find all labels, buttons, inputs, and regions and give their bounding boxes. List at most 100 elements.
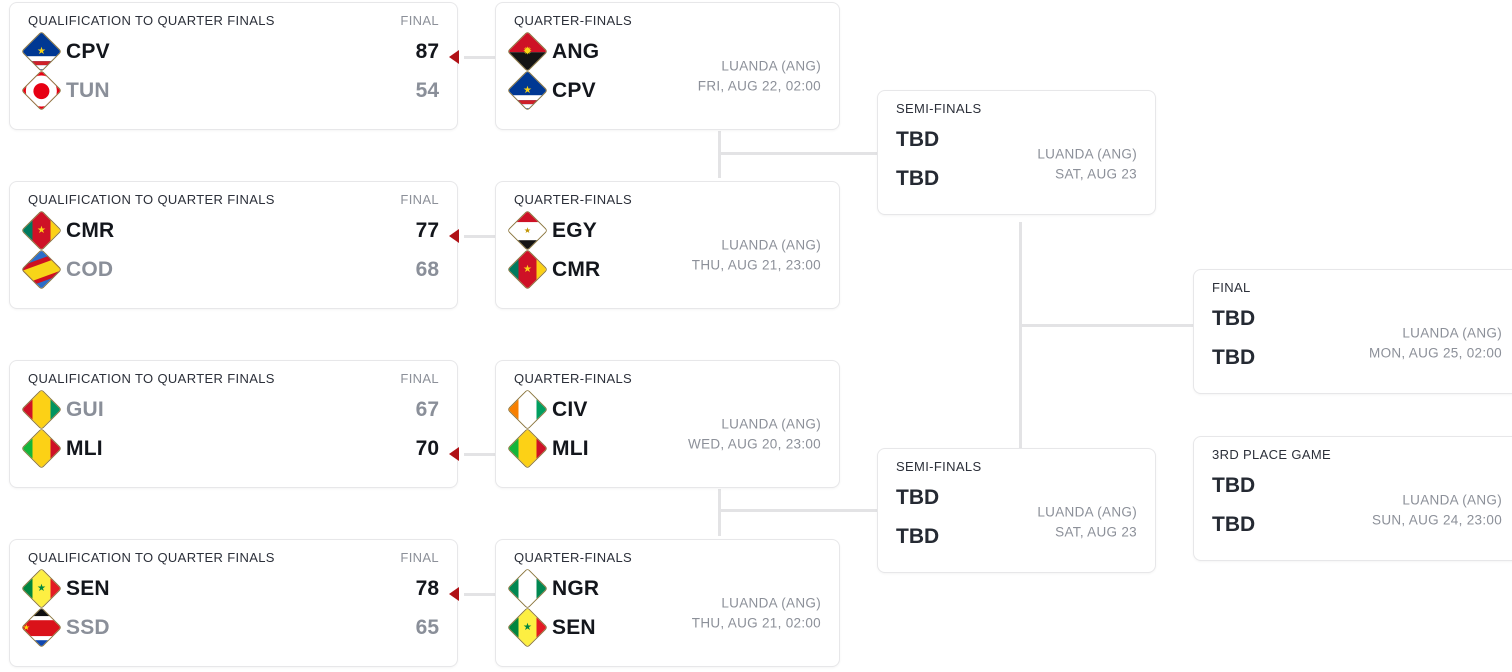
card-rows: NGR ★ SEN LUANDA (ANG) THU, AUG 21, 02:0… [496, 565, 839, 661]
table-row[interactable]: ★ SEN 78 [22, 569, 439, 608]
card-title: SEMI-FINALS [896, 101, 982, 116]
game-datetime: FRI, AUG 22, 02:00 [697, 78, 821, 93]
team: ★ SEN [508, 608, 821, 647]
connector-sf-to-final [1019, 324, 1194, 327]
card-title: QUARTER-FINALS [514, 13, 633, 28]
final-card[interactable]: FINAL TBD TBD LUANDA (ANG) MON, AUG 25, … [1193, 269, 1512, 394]
table-row[interactable]: GUI 67 [22, 390, 439, 429]
quarter-final-card-1[interactable]: QUARTER-FINALS ✹ ANG [495, 2, 840, 130]
table-row[interactable]: ★ SSD 65 [22, 608, 439, 647]
team-abbr: NGR [552, 576, 600, 600]
connector-qf-upper-horizontal [718, 152, 878, 155]
flag-cmr-icon: ★ [22, 211, 61, 250]
semi-final-card-2[interactable]: SEMI-FINALS TBD TBD LUANDA (ANG) SAT, AU… [877, 448, 1156, 573]
table-row[interactable]: NGR [508, 569, 821, 608]
table-row[interactable]: ★ SEN [508, 608, 821, 647]
card-rows: ★ CPV 87 TUN 54 [10, 28, 457, 124]
game-meta: LUANDA (ANG) MON, AUG 25, 02:00 [1369, 323, 1502, 362]
card-rows: ✹ ANG ★ CPV LUANDA ( [496, 28, 839, 124]
table-row[interactable]: TBD [896, 120, 1137, 159]
team-abbr: CMR [552, 257, 601, 281]
team: ★ SEN [22, 569, 416, 608]
team-score: 68 [415, 257, 439, 281]
team: ✹ ANG [508, 32, 821, 71]
table-row[interactable]: ★ CMR [508, 250, 821, 289]
qualification-card-2[interactable]: QUALIFICATION TO QUARTER FINALS FINAL ★ … [9, 181, 458, 309]
card-title: QUALIFICATION TO QUARTER FINALS [28, 371, 275, 386]
quarter-final-card-2[interactable]: QUARTER-FINALS ★ EGY [495, 181, 840, 309]
team-abbr: CPV [552, 78, 596, 102]
game-datetime: THU, AUG 21, 23:00 [691, 257, 821, 272]
game-meta: LUANDA (ANG) SAT, AUG 23 [1037, 144, 1137, 183]
connector-qf-lower-vertical [718, 489, 721, 536]
team: TUN [22, 71, 416, 110]
card-rows: ★ SEN 78 ★ SSD [10, 565, 457, 661]
team: ★ CMR [22, 211, 416, 250]
winner-arrow-icon [449, 50, 459, 64]
team-score: 67 [415, 397, 439, 421]
table-row[interactable]: ★ CPV 87 [22, 32, 439, 71]
table-row[interactable]: TBD [1212, 466, 1502, 505]
table-row[interactable]: TBD [896, 478, 1137, 517]
team-abbr: COD [66, 257, 114, 281]
table-row[interactable]: ★ CPV [508, 71, 821, 110]
team: ★ EGY [508, 211, 821, 250]
connector-r1-4 [464, 593, 496, 596]
qualification-card-4[interactable]: QUALIFICATION TO QUARTER FINALS FINAL ★ … [9, 539, 458, 667]
table-row[interactable]: CIV [508, 390, 821, 429]
semi-final-card-1[interactable]: SEMI-FINALS TBD TBD LUANDA (ANG) SAT, AU… [877, 90, 1156, 215]
team-abbr: TBD [1212, 345, 1256, 369]
game-venue: LUANDA (ANG) [721, 416, 821, 432]
table-row[interactable]: ★ EGY [508, 211, 821, 250]
card-header: QUALIFICATION TO QUARTER FINALS FINAL [10, 361, 457, 386]
table-row[interactable]: MLI [508, 429, 821, 468]
flag-ssd-icon: ★ [22, 608, 61, 647]
card-rows: TBD TBD LUANDA (ANG) SUN, AUG 24, 23:00 [1194, 462, 1512, 558]
table-row[interactable]: MLI 70 [22, 429, 439, 468]
game-meta: LUANDA (ANG) FRI, AUG 22, 02:00 [698, 56, 821, 95]
connector-sf-vertical [1019, 222, 1022, 460]
game-datetime: WED, AUG 20, 23:00 [688, 436, 821, 451]
table-row[interactable]: TBD [1212, 338, 1502, 377]
game-venue: LUANDA (ANG) [1402, 492, 1502, 508]
team-abbr: ANG [552, 39, 600, 63]
qualification-card-3[interactable]: QUALIFICATION TO QUARTER FINALS FINAL GU… [9, 360, 458, 488]
game-datetime: SAT, AUG 23 [1055, 166, 1137, 181]
flag-cpv-icon: ★ [22, 32, 61, 71]
table-row[interactable]: TBD [1212, 299, 1502, 338]
table-row[interactable]: ★ CMR 77 [22, 211, 439, 250]
table-row[interactable]: ✹ ANG [508, 32, 821, 71]
card-rows: TBD TBD LUANDA (ANG) MON, AUG 25, 02:00 [1194, 295, 1512, 391]
table-row[interactable]: TBD [896, 159, 1137, 198]
team: MLI [508, 429, 821, 468]
third-place-card[interactable]: 3RD PLACE GAME TBD TBD LUANDA (ANG) SUN,… [1193, 436, 1512, 561]
game-venue: LUANDA (ANG) [721, 58, 821, 74]
card-rows: CIV MLI LUANDA (ANG) WED, AUG 20, 23:00 [496, 386, 839, 482]
team: ★ COD [22, 250, 416, 289]
game-venue: LUANDA (ANG) [1402, 325, 1502, 341]
table-row[interactable]: TBD [896, 517, 1137, 556]
card-title: QUALIFICATION TO QUARTER FINALS [28, 13, 275, 28]
team-abbr: TBD [896, 524, 940, 548]
card-rows: TBD TBD LUANDA (ANG) SAT, AUG 23 [878, 474, 1155, 570]
team-abbr: EGY [552, 218, 597, 242]
table-row[interactable]: ★ COD 68 [22, 250, 439, 289]
table-row[interactable]: TUN 54 [22, 71, 439, 110]
card-rows: ★ EGY ★ CMR LUANDA (ANG) [496, 207, 839, 303]
team-abbr: SEN [552, 615, 596, 639]
game-datetime: SAT, AUG 23 [1055, 524, 1137, 539]
team-score: 78 [415, 576, 439, 600]
team-abbr: TBD [1212, 473, 1256, 497]
flag-cpv-icon: ★ [508, 71, 547, 110]
quarter-final-card-4[interactable]: QUARTER-FINALS NGR [495, 539, 840, 667]
card-header: QUARTER-FINALS [496, 182, 839, 207]
qualification-card-1[interactable]: QUALIFICATION TO QUARTER FINALS FINAL ★ … [9, 2, 458, 130]
table-row[interactable]: TBD [1212, 505, 1502, 544]
game-datetime: THU, AUG 21, 02:00 [691, 615, 821, 630]
connector-qf-lower-horizontal [718, 509, 878, 512]
team-score: 87 [415, 39, 439, 63]
card-rows: TBD TBD LUANDA (ANG) SAT, AUG 23 [878, 116, 1155, 212]
quarter-final-card-3[interactable]: QUARTER-FINALS CIV [495, 360, 840, 488]
card-final-label: FINAL [400, 13, 439, 28]
card-title: QUARTER-FINALS [514, 550, 633, 565]
